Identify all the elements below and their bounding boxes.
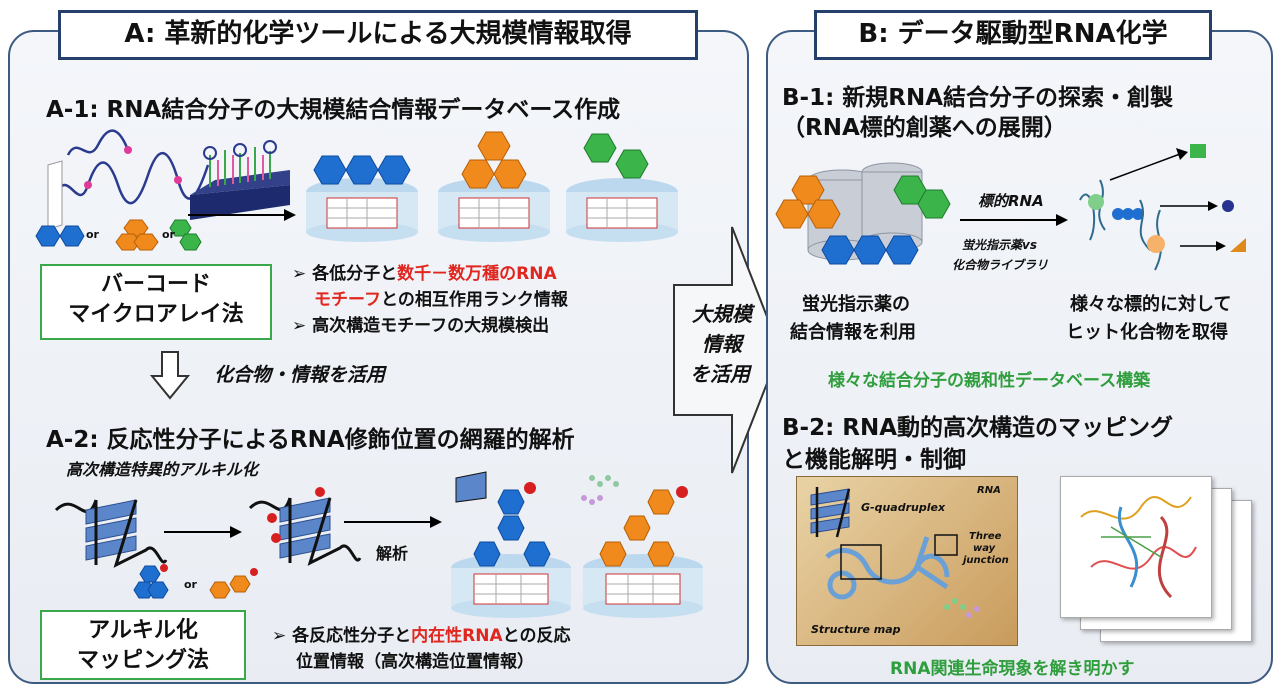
b1-left-caption-line2: 結合情報を利用 [790,322,916,343]
a2-bullet1-red: 内在性RNA [411,626,503,646]
map-tw-line1: Three [969,531,1002,542]
a2-heading: A-2: 反応性分子によるRNA修飾位置の網羅的解析 [46,427,575,453]
a2-method-line1: アルキル化 [88,618,198,643]
database-green [566,133,678,242]
a1-bullet2-red: モチーフ [314,290,381,310]
quadruplex-after [248,487,362,566]
a1-bullet2-post: との相互作用ランク情報 [380,290,568,310]
transition-label: 化合物・情報を活用 [214,364,386,386]
arrow-label-line3: を活用 [690,362,750,386]
b1-right-caption-line1: 様々な標的に対して [1070,294,1232,315]
a2-bullet1-post: との反応 [502,626,571,646]
a2-method-line2: マッピング法 [76,648,209,673]
arrow-label-line1: 大規模 [692,302,752,326]
b1-heading-line2: （RNA標的創薬への展開） [782,115,1067,141]
a2-bullet1-pre: ➢ 各反応性分子と [272,626,412,646]
screen-label-line1: 蛍光指示薬vs [962,238,1037,252]
b2-heading-line2: と機能解明・制御 [782,447,966,473]
analysis-label: 解析 [376,544,409,563]
b1-database-caption: 様々な結合分子の親和性データベース構築 [828,371,1151,391]
structure-map-drawing [810,487,980,618]
database-orange [438,131,550,242]
or-label-2: or [162,228,175,241]
a1-bullet1-pre: ➢ 各低分子と [292,264,398,284]
panel-b-title: B: データ駆動型RNA化学 [814,10,1212,60]
a1-arrow [188,209,296,221]
map-tw-line2: way [973,543,996,554]
a1-bullet1: ➢ 各低分子と数千－数万種のRNA [292,262,557,287]
alkylation-mapping-method-box: アルキル化 マッピング法 [40,610,246,680]
compound-library [775,162,951,265]
alkylation-arrow [164,526,242,538]
b1-screen-arrow [960,214,1068,226]
target-rna-hits [1079,144,1246,271]
structure-map: RNA G-quadruplex Three way junction Stru… [796,476,1018,646]
b2-caption: RNA関連生命現象を解き明かす [890,659,1135,679]
barcode-microarray-method-box: バーコード マイクロアレイ法 [40,264,272,340]
map-tw-line3: junction [963,555,1009,566]
database-a2-orange [581,475,703,618]
screen-label-line2: 化合物ライブラリ [952,258,1049,272]
structure-card-front [1060,476,1212,618]
map-g4-label: G-quadruplex [861,501,946,514]
a1-bullet2: モチーフとの相互作用ランク情報 [314,288,568,313]
b1-right-caption-line2: ヒット化合物を取得 [1066,322,1228,343]
reactive-molecules [133,564,258,599]
b1-left-caption-line1: 蛍光指示薬の [802,294,910,315]
database-blue [306,155,418,242]
map-structure-label: Structure map [811,623,901,636]
small-molecules-a1 [35,219,202,251]
a2-bullet2: 位置情報（高次構造位置情報） [296,652,534,672]
a1-bullet3: ➢ 高次構造モチーフの大規模検出 [292,316,550,336]
method-line2: マイクロアレイ法 [68,302,244,327]
panel-a-title: A: 革新的化学ツールによる大規模情報取得 [58,10,698,60]
analysis-arrow [344,516,442,528]
b1-heading-line1: B-1: 新規RNA結合分子の探索・創製 [782,85,1174,111]
microarray-plate [190,140,290,220]
arrow-label-line2: 情報 [702,332,742,356]
quadruplex-before [54,499,168,568]
method-line1: バーコード [100,272,211,297]
a1-heading: A-1: RNA結合分子の大規模結合情報データベース作成 [46,97,621,123]
target-rna-label: 標的RNA [978,192,1044,210]
a2-bullet1: ➢ 各反応性分子と内在性RNAとの反応 [272,624,571,649]
map-rna-label: RNA [977,485,1001,496]
big-transfer-arrow [673,226,782,474]
down-arrow [149,351,191,400]
b2-heading-line1: B-2: RNA動的高次構造のマッピング [782,415,1174,441]
a2-or-label: or [184,578,197,591]
a1-bullet1-red: 数千－数万種のRNA [397,264,557,284]
a2-sublabel: 高次構造特異的アルキル化 [66,460,258,479]
or-label-1: or [86,228,99,241]
rna-pool-illustration [47,129,210,230]
rna-3d-structure [1080,496,1197,599]
database-a2-blue [451,471,571,618]
